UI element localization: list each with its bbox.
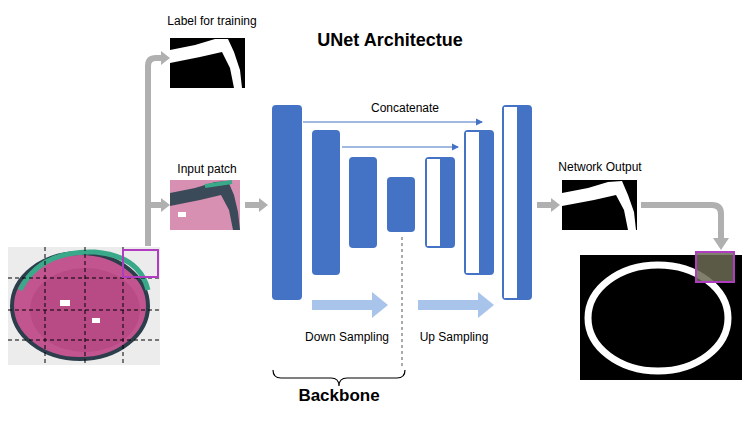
patch-heading: Network Output bbox=[558, 160, 641, 174]
label-patch bbox=[170, 38, 245, 88]
output-image bbox=[580, 252, 742, 380]
image-patch: Label for training bbox=[167, 14, 256, 28]
annotation-label: Up Sampling bbox=[420, 330, 489, 344]
annotation-label: Concatenate bbox=[369, 101, 441, 115]
diagram-title: UNet Architectue bbox=[317, 30, 462, 52]
unet-blocks bbox=[272, 105, 532, 300]
skip-connections bbox=[303, 122, 482, 147]
brace bbox=[273, 370, 405, 386]
divider bbox=[402, 237, 403, 368]
output-patch bbox=[562, 180, 637, 230]
patch-heading: Label for training bbox=[167, 14, 256, 28]
annotation-label: Down Sampling bbox=[305, 330, 389, 344]
image-patch: Network Output bbox=[558, 160, 641, 174]
section-label: Backbone bbox=[298, 386, 379, 406]
sampling-arrows bbox=[312, 292, 494, 318]
slide-image bbox=[8, 247, 160, 365]
input-patch bbox=[170, 180, 240, 230]
image-patch: Input patch bbox=[177, 162, 236, 176]
patch-heading: Input patch bbox=[177, 162, 236, 176]
